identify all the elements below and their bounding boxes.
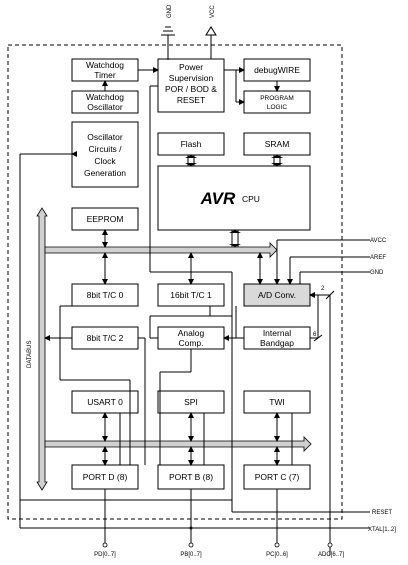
avr-logo: AVR bbox=[200, 189, 236, 208]
port-c-block: PORT C (7) bbox=[243, 464, 311, 490]
sram-block: SRAM bbox=[243, 132, 311, 156]
databus-label: DATABUS bbox=[27, 341, 33, 368]
avcc-pin-label: AVCC bbox=[370, 238, 387, 244]
databus-vertical bbox=[36, 207, 48, 491]
power-supervision-line3: POR / BOD & bbox=[165, 84, 217, 94]
xtal-pin-label: XTAL[1..2] bbox=[368, 527, 396, 533]
power-supervision-line2: Supervision bbox=[169, 73, 214, 83]
reset-pin-label: RESET bbox=[372, 510, 392, 516]
eeprom-label: EEPROM bbox=[87, 214, 124, 224]
watchdog-timer-block: Watchdog Timer bbox=[71, 58, 139, 82]
databus-lower bbox=[44, 436, 312, 452]
databus: DATABUS bbox=[27, 207, 312, 491]
oscillator-line4: Generation bbox=[84, 168, 126, 178]
gnd-pin-label: GND bbox=[370, 270, 384, 276]
oscillator-block: Oscillator Circuits / Clock Generation bbox=[71, 121, 139, 188]
usart-block: USART 0 bbox=[71, 390, 139, 414]
port-c-label: PORT C (7) bbox=[255, 472, 300, 482]
usart-label: USART 0 bbox=[87, 397, 123, 407]
connections: 6 2 bbox=[19, 59, 370, 555]
adc-pins-label: ADC[6..7] bbox=[318, 552, 344, 558]
tc0-block: 8bit T/C 0 bbox=[71, 283, 139, 307]
power-supervision-line1: Power bbox=[179, 62, 203, 72]
watchdog-oscillator-block: Watchdog Oscillator bbox=[71, 90, 139, 114]
oscillator-line1: Oscillator bbox=[87, 132, 123, 142]
vcc-supply-pin: VCC bbox=[205, 5, 217, 60]
tc2-label: 8bit T/C 2 bbox=[87, 333, 124, 343]
port-b-label: PORT B (8) bbox=[169, 472, 213, 482]
bandgap-block: Internal Bandgap bbox=[243, 326, 311, 350]
twi-label: TWI bbox=[269, 397, 285, 407]
debugwire-label: debugWIRE bbox=[254, 65, 300, 75]
twi-block: TWI bbox=[243, 390, 311, 414]
cpu-label: CPU bbox=[242, 194, 260, 204]
cpu-block: AVR CPU bbox=[157, 165, 311, 231]
program-logic-block: PROGRAM LOGIC bbox=[243, 90, 311, 114]
program-logic-line2: LOGIC bbox=[267, 104, 288, 111]
debugwire-block: debugWIRE bbox=[243, 58, 311, 82]
gnd-supply-label: GND bbox=[167, 4, 173, 18]
adc-label: A/D Conv. bbox=[258, 290, 296, 300]
vcc-supply-label: VCC bbox=[210, 5, 216, 18]
sram-label: SRAM bbox=[265, 139, 290, 149]
aref-pin-label: AREF bbox=[370, 255, 386, 261]
databus-upper bbox=[44, 242, 278, 258]
analog-comp-line1: Analog bbox=[178, 328, 205, 338]
port-b-block: PORT B (8) bbox=[157, 464, 225, 490]
tc1-label: 16bit T/C 1 bbox=[170, 290, 212, 300]
tc1-block: 16bit T/C 1 bbox=[157, 283, 225, 307]
chip-boundary bbox=[7, 44, 343, 520]
spi-label: SPI bbox=[184, 397, 198, 407]
flash-label: Flash bbox=[181, 139, 202, 149]
watchdog-timer-line1: Watchdog bbox=[86, 60, 124, 70]
watchdog-oscillator-line2: Oscillator bbox=[87, 102, 123, 112]
oscillator-line2: Circuits / bbox=[88, 144, 122, 154]
bandgap-line2: Bandgap bbox=[260, 338, 294, 348]
analog-comp-block: Analog Comp. bbox=[157, 326, 225, 350]
adc-in-width: 2 bbox=[321, 286, 325, 292]
watchdog-timer-line2: Timer bbox=[94, 70, 116, 80]
power-supervision-block: Power Supervision POR / BOD & RESET bbox=[157, 58, 225, 113]
tc0-label: 8bit T/C 0 bbox=[87, 290, 124, 300]
spi-block: SPI bbox=[157, 390, 225, 414]
gnd-supply-pin: GND bbox=[161, 4, 175, 60]
watchdog-oscillator-line1: Watchdog bbox=[86, 92, 124, 102]
power-supervision-line4: RESET bbox=[177, 95, 205, 105]
pd-pins-label: PD[0..7] bbox=[94, 552, 116, 558]
eeprom-block: EEPROM bbox=[71, 207, 139, 231]
pb-pins-label: PB[0..7] bbox=[180, 552, 202, 558]
adc-mux-width: 6 bbox=[313, 332, 317, 338]
pc-pins-label: PC[0..6] bbox=[266, 552, 288, 558]
bandgap-line1: Internal bbox=[263, 328, 291, 338]
adc-block: A/D Conv. bbox=[243, 283, 311, 307]
flash-block: Flash bbox=[157, 132, 225, 156]
tc2-block: 8bit T/C 2 bbox=[71, 326, 139, 350]
oscillator-line3: Clock bbox=[94, 156, 116, 166]
analog-comp-line2: Comp. bbox=[178, 338, 203, 348]
port-d-block: PORT D (8) bbox=[71, 464, 139, 490]
port-d-label: PORT D (8) bbox=[83, 472, 128, 482]
program-logic-line1: PROGRAM bbox=[260, 95, 294, 102]
